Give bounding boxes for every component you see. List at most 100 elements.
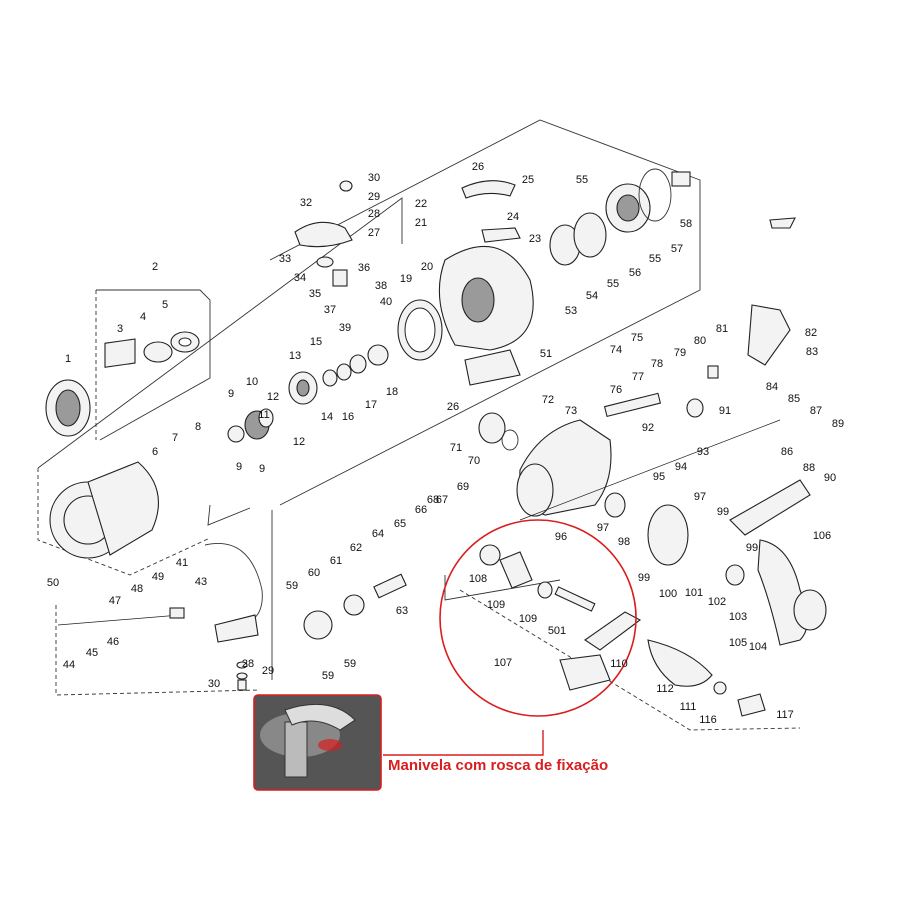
callout-35: 35 xyxy=(309,288,321,300)
part-107 xyxy=(499,551,533,589)
callout-501: 501 xyxy=(548,625,566,637)
part-23 xyxy=(481,227,521,243)
callout-85: 85 xyxy=(788,393,800,405)
callout-15: 15 xyxy=(310,336,322,348)
callout-87: 87 xyxy=(810,405,822,417)
callout-86: 86 xyxy=(781,446,793,458)
callout-102: 102 xyxy=(708,596,726,608)
part-80 xyxy=(707,365,719,379)
part-27 xyxy=(294,221,353,248)
part-41 xyxy=(204,543,263,626)
assembly-frame-lines xyxy=(37,119,801,731)
callout-36: 36 xyxy=(358,262,370,274)
part-58 xyxy=(671,171,691,187)
callout-91: 91 xyxy=(719,405,731,417)
callout-45: 45 xyxy=(86,647,98,659)
callout-101: 101 xyxy=(685,587,703,599)
callout-46: 46 xyxy=(107,636,119,648)
part-9 xyxy=(227,425,245,443)
callout-79: 79 xyxy=(674,347,686,359)
callout-26: 26 xyxy=(472,161,484,173)
callout-29: 29 xyxy=(262,665,274,677)
handle-highlight: Manivela com rosca de fixação xyxy=(253,519,637,791)
callout-17: 17 xyxy=(365,399,377,411)
callout-106: 106 xyxy=(813,530,831,542)
callout-74: 74 xyxy=(610,344,622,356)
callout-70: 70 xyxy=(468,455,480,467)
parts xyxy=(45,168,827,717)
callout-7: 7 xyxy=(172,432,178,444)
callout-80: 80 xyxy=(694,335,706,347)
callout-57: 57 xyxy=(671,243,683,255)
part-35 xyxy=(332,269,348,287)
callout-8: 8 xyxy=(195,421,201,433)
callout-68: 68 xyxy=(427,494,439,506)
callout-39: 39 xyxy=(339,322,351,334)
callout-33: 33 xyxy=(279,253,291,265)
callout-26: 26 xyxy=(447,401,459,413)
callout-13: 13 xyxy=(289,350,301,362)
callout-11: 11 xyxy=(258,409,269,421)
callout-48: 48 xyxy=(131,583,143,595)
part-61 xyxy=(343,594,365,616)
callout-72: 72 xyxy=(542,394,554,406)
callout-14: 14 xyxy=(321,411,333,423)
callout-6: 6 xyxy=(152,446,158,458)
part-108 xyxy=(537,581,553,599)
callout-10: 10 xyxy=(246,376,258,388)
highlight-circle xyxy=(439,519,637,717)
callout-82: 82 xyxy=(805,327,817,339)
part-25 xyxy=(461,180,516,199)
callout-27: 27 xyxy=(368,227,380,239)
callout-37: 37 xyxy=(324,304,336,316)
callout-54: 54 xyxy=(586,290,598,302)
callout-60: 60 xyxy=(308,567,320,579)
part-4 xyxy=(143,341,173,363)
callout-21: 21 xyxy=(415,217,427,229)
callout-78: 78 xyxy=(651,358,663,370)
callout-92: 92 xyxy=(642,422,654,434)
part-501 xyxy=(769,217,796,229)
callout-81: 81 xyxy=(716,323,728,335)
callout-12: 12 xyxy=(293,436,305,448)
callout-56: 56 xyxy=(629,267,641,279)
part-100 xyxy=(725,564,745,586)
callout-25: 25 xyxy=(522,174,534,186)
callout-38: 38 xyxy=(375,280,387,292)
part-81 xyxy=(747,304,791,366)
callout-103: 103 xyxy=(729,611,747,623)
callout-69: 69 xyxy=(457,481,469,493)
callout-110: 110 xyxy=(610,658,628,670)
part-57 xyxy=(638,168,672,222)
callout-109: 109 xyxy=(487,599,505,611)
part-98 xyxy=(647,504,689,566)
callout-59: 59 xyxy=(286,580,298,592)
callout-23: 23 xyxy=(529,233,541,245)
callout-28: 28 xyxy=(368,208,380,220)
callout-34: 34 xyxy=(294,272,306,284)
part-96 xyxy=(604,492,626,518)
part-49 xyxy=(169,607,185,619)
callout-5: 5 xyxy=(162,299,168,311)
callout-19: 19 xyxy=(400,273,412,285)
callout-104: 104 xyxy=(749,641,767,653)
part-30 xyxy=(339,180,353,192)
part-69 xyxy=(501,429,519,451)
callout-20: 20 xyxy=(421,261,433,273)
callout-89: 89 xyxy=(832,418,844,430)
part-33 xyxy=(316,256,334,268)
callout-28: 28 xyxy=(242,658,254,670)
callout-61: 61 xyxy=(330,555,342,567)
callout-75: 75 xyxy=(631,332,643,344)
caption: Manivela com rosca de fixação xyxy=(388,757,608,774)
callout-9: 9 xyxy=(236,461,242,473)
part-117 xyxy=(559,654,611,691)
callout-90: 90 xyxy=(824,472,836,484)
callout-99: 99 xyxy=(717,506,729,518)
callout-16: 16 xyxy=(342,411,354,423)
callout-117: 117 xyxy=(776,709,794,721)
callout-112: 112 xyxy=(656,683,674,695)
callout-67: 67 xyxy=(436,494,448,506)
callout-18: 18 xyxy=(386,386,398,398)
